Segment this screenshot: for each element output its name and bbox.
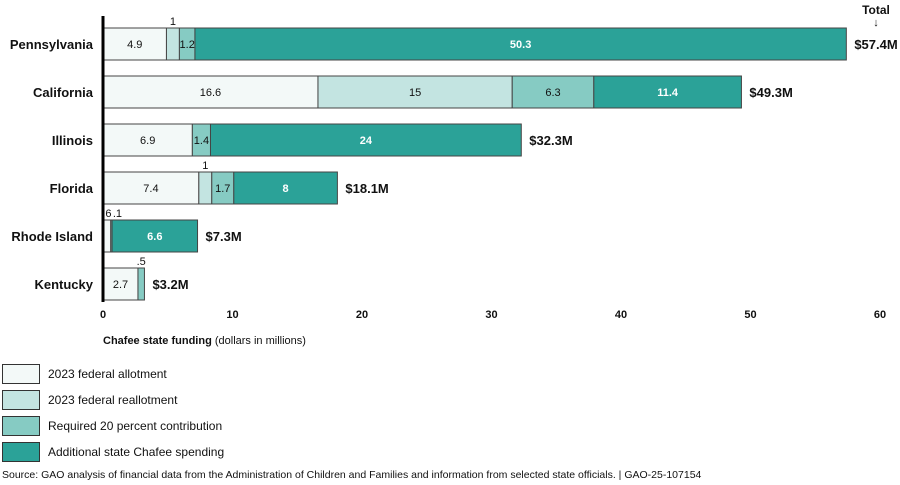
category-label: Florida	[50, 181, 94, 196]
bar-segment	[137, 267, 145, 301]
x-tick-label: 50	[744, 309, 756, 321]
x-axis-label: Chafee state funding (dollars in million…	[103, 335, 306, 347]
legend-swatch	[2, 442, 40, 462]
x-tick-label: 10	[226, 309, 238, 321]
data-label: 15	[409, 87, 421, 99]
legend-swatch	[2, 416, 40, 436]
x-tick-label: 40	[615, 309, 627, 321]
legend-item: Additional state Chafee spending	[2, 442, 224, 462]
legend-swatch	[2, 390, 40, 410]
data-label: 24	[360, 135, 373, 147]
data-label: 6.3	[545, 87, 560, 99]
legend-swatch	[2, 364, 40, 384]
bar-segment	[209, 123, 522, 157]
category-label: California	[33, 85, 94, 100]
x-tick-label: 20	[356, 309, 368, 321]
bar-segment	[317, 75, 513, 109]
data-label: 4.9	[127, 39, 142, 51]
data-label: 8	[283, 183, 289, 195]
bar-segment	[102, 267, 139, 301]
bar-chart: Pennsylvania 4.9 1 1.2 50.3 $57.4M California 1…	[10, 3, 898, 321]
data-label: 1	[202, 160, 208, 172]
legend-item: 2023 federal allotment	[2, 364, 167, 384]
down-arrow-icon: ↓	[873, 17, 879, 29]
data-label: 50.3	[510, 39, 531, 51]
data-label: 7.4	[143, 183, 158, 195]
legend-item: 2023 federal reallotment	[2, 390, 177, 410]
total-label: $49.3M	[749, 85, 792, 100]
x-axis-label-units: (dollars in millions)	[211, 335, 306, 347]
bar-segment	[233, 171, 338, 205]
total-label: $3.2M	[152, 277, 188, 292]
data-label: 11.4	[657, 87, 679, 99]
data-label: 1.4	[194, 135, 209, 147]
data-label: 2.7	[113, 279, 128, 291]
data-label: 1.7	[215, 183, 230, 195]
bar-segment	[194, 27, 847, 61]
x-tick-label: 30	[485, 309, 497, 321]
data-label: 16.6	[200, 87, 221, 99]
bar-segment	[102, 27, 167, 61]
category-label: Rhode Island	[11, 229, 93, 244]
data-label: 1	[170, 16, 176, 28]
source-note: Source: GAO analysis of financial data f…	[2, 469, 702, 481]
bar-segment	[111, 219, 199, 253]
legend-item: Required 20 percent contribution	[2, 416, 222, 436]
category-label: Kentucky	[34, 277, 93, 292]
category-label: Pennsylvania	[10, 37, 94, 52]
total-label: $18.1M	[345, 181, 388, 196]
legend-label: 2023 federal reallotment	[48, 393, 178, 407]
bar-segment	[102, 171, 200, 205]
category-label: Illinois	[52, 133, 93, 148]
data-label: .1	[113, 208, 122, 220]
legend-label: Required 20 percent contribution	[48, 419, 223, 433]
bar-segment	[593, 75, 742, 109]
x-tick-label: 60	[874, 309, 886, 321]
x-tick-label: 0	[100, 309, 106, 321]
data-label: .5	[137, 256, 146, 268]
x-axis-label-bold: Chafee state funding	[103, 335, 212, 347]
legend-label: 2023 federal allotment	[48, 367, 167, 381]
data-label: .6	[102, 208, 111, 220]
total-label: $7.3M	[206, 229, 242, 244]
bar-segment	[511, 75, 595, 109]
bar-segment	[102, 75, 319, 109]
legend-label: Additional state Chafee spending	[48, 445, 225, 459]
total-label: $57.4M	[854, 37, 897, 52]
total-label: $32.3M	[529, 133, 572, 148]
data-label: 6.6	[147, 231, 162, 243]
data-label: 1.2	[180, 39, 195, 51]
bar-segment	[165, 27, 180, 61]
bar-segment	[198, 171, 213, 205]
data-label: 6.9	[140, 135, 155, 147]
total-header: Total	[862, 3, 890, 17]
